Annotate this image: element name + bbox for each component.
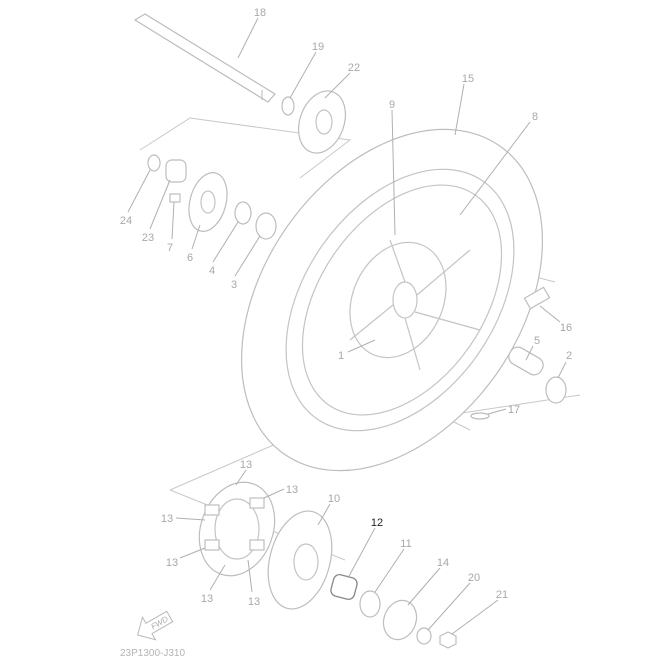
- axle-part: [133, 13, 276, 103]
- bolt-part: [169, 193, 181, 203]
- valve-part: [523, 286, 551, 310]
- callout-19: 19: [312, 41, 324, 53]
- diagram-code: 23P1300-J310: [120, 648, 185, 659]
- upper-group-box: [139, 117, 352, 179]
- forward-arrow-icon: FWD: [137, 610, 174, 641]
- callout-18: 18: [254, 7, 266, 19]
- valve-cap-part: [470, 412, 490, 420]
- callout-17: 17: [508, 404, 520, 416]
- callout-14: 14: [437, 557, 449, 569]
- sprocket-plate-part: [188, 172, 228, 232]
- callout-7: 7: [167, 242, 173, 254]
- callout-12-highlighted[interactable]: 12: [371, 517, 383, 529]
- washer-part: [416, 627, 432, 645]
- bushing-part: [165, 159, 187, 183]
- circlip-part: [147, 154, 161, 172]
- callout-4: 4: [209, 265, 215, 277]
- spacer-part: [508, 346, 544, 376]
- callout-5: 5: [534, 335, 540, 347]
- callout-24: 24: [120, 215, 132, 227]
- callout-22: 22: [348, 62, 360, 74]
- leader-lines: [127, 17, 567, 635]
- oil-seal-left-part: [382, 599, 418, 641]
- callout-13: 13: [166, 557, 178, 569]
- callout-3: 3: [231, 279, 237, 291]
- bearing-part: [255, 212, 277, 240]
- callout-2: 2: [566, 350, 572, 362]
- driven-flange-part: [267, 510, 333, 610]
- wheel-hub: [349, 239, 481, 371]
- callout-8: 8: [532, 111, 538, 123]
- callout-9: 9: [389, 99, 395, 111]
- callout-11: 11: [400, 538, 411, 550]
- callout-13: 13: [240, 459, 252, 471]
- callout-16: 16: [560, 322, 572, 334]
- callout-20: 20: [468, 572, 480, 584]
- callout-1: 1: [338, 350, 344, 362]
- callout-21: 21: [496, 589, 508, 601]
- nut-part: [439, 631, 457, 649]
- callout-13: 13: [286, 484, 298, 496]
- callout-13: 13: [161, 513, 173, 525]
- oil-seal-part: [234, 201, 252, 225]
- brake-disc-small-part: [298, 90, 346, 154]
- callout-15: 15: [462, 73, 474, 85]
- bearing-right-part: [545, 376, 567, 404]
- bearing-left-part: [359, 590, 381, 618]
- damper-assembly-part: [198, 481, 276, 577]
- callout-23: 23: [142, 232, 154, 244]
- callout-6: 6: [187, 252, 193, 264]
- callout-13: 13: [201, 593, 213, 605]
- callout-10: 10: [328, 493, 340, 505]
- collar-highlight-part: [330, 573, 358, 601]
- collar-part: [281, 96, 295, 116]
- callout-13: 13: [248, 596, 260, 608]
